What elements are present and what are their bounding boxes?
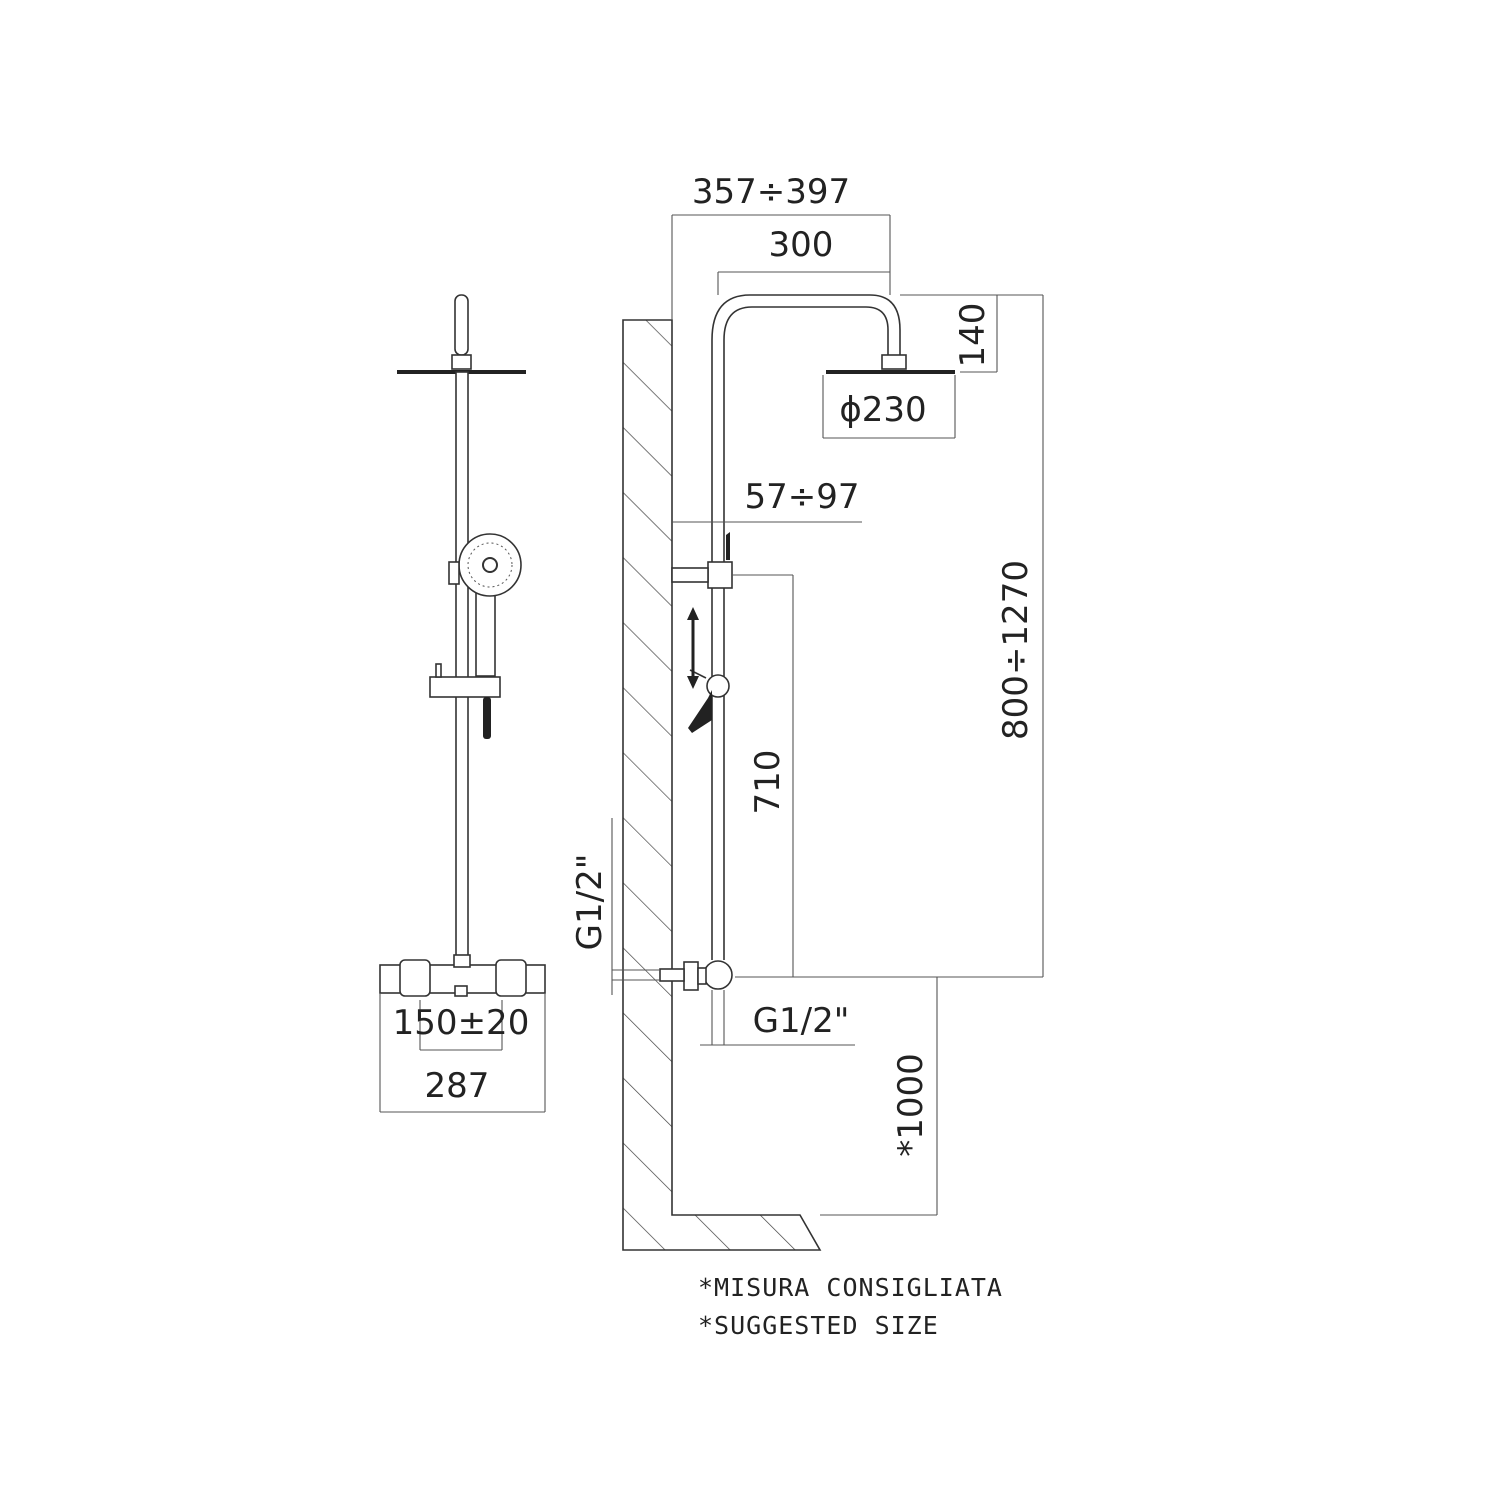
shower-arm-top [454, 294, 469, 356]
note-italian: *MISURA CONSIGLIATA [698, 1273, 1003, 1302]
dim-arm-length: 300 [769, 225, 834, 265]
up-down-arrow-icon [687, 607, 699, 689]
dim-head-drop: 140 [953, 303, 993, 368]
wall-section [622, 319, 822, 1251]
slider-bracket [429, 676, 501, 698]
dim-mount-height: *1000 [891, 1053, 931, 1157]
note-english: *SUGGESTED SIZE [698, 1311, 939, 1340]
riser-pipe [455, 371, 469, 963]
head-connector [451, 354, 472, 370]
side-head-connector [881, 354, 907, 370]
hand-shower-handle [475, 587, 496, 677]
side-view [659, 294, 955, 1045]
dim-height-adjust: 800÷1270 [996, 560, 1036, 740]
wall-bracket [707, 561, 733, 589]
hose [483, 697, 491, 739]
side-mixer-body [703, 960, 733, 990]
dim-projection-range: 357÷397 [692, 172, 850, 212]
column-pipe-inner [723, 306, 889, 960]
dim-wall-distance: 57÷97 [744, 477, 859, 517]
dim-mixer-width: 287 [425, 1066, 490, 1106]
hand-shower-holder [448, 561, 460, 585]
slider-knob [706, 674, 730, 698]
column-pipe-outer [711, 294, 901, 960]
dim-slide-bar: 710 [748, 750, 788, 815]
dim-inlet-thread-side: G1/2" [570, 854, 610, 951]
dim-head-diameter: ϕ230 [839, 390, 926, 430]
front-view: 150±20 287 [379, 294, 546, 1113]
side-hose [688, 690, 712, 733]
dim-inlet-centers: 150±20 [393, 1003, 530, 1043]
dim-outlet-thread: G1/2" [753, 1001, 850, 1041]
dimension-lines [611, 214, 1044, 1216]
